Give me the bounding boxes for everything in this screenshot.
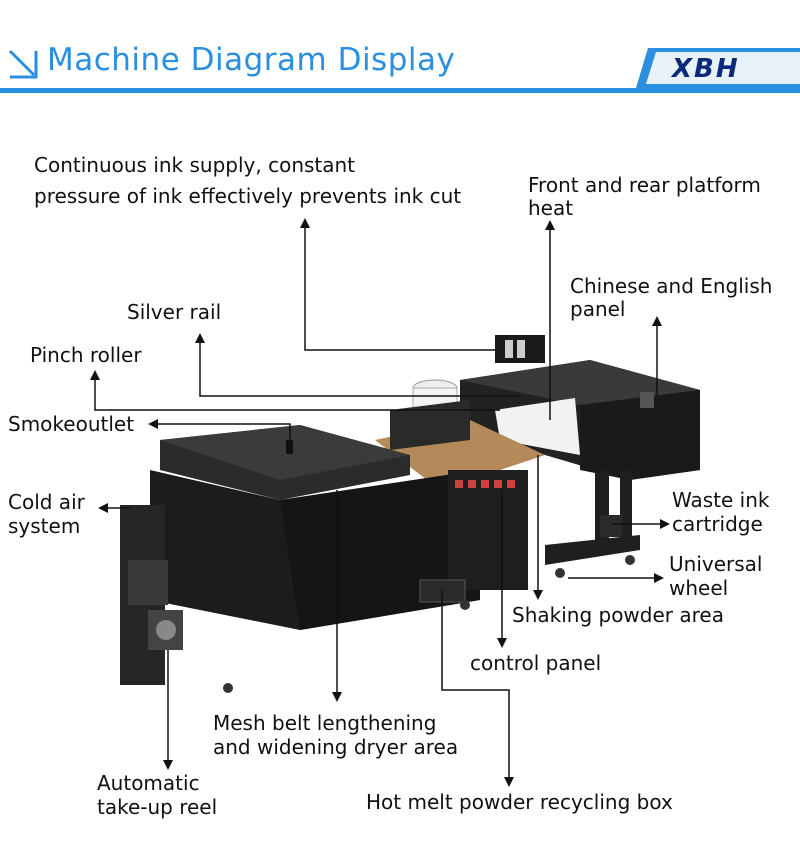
label-universal-wheel-line1: Universal [669, 552, 763, 576]
label-take-up-line2: take-up reel [97, 795, 218, 819]
label-control-panel: control panel [470, 651, 602, 675]
label-smoke-outlet: Smokeoutlet [8, 412, 135, 436]
brand-banner [636, 48, 800, 88]
label-ink-supply-line1: Continuous ink supply, constant [34, 153, 356, 177]
label-universal-wheel-line2: wheel [669, 576, 729, 600]
label-pinch-roller: Pinch roller [30, 343, 142, 367]
label-recycling-box: Hot melt powder recycling box [366, 790, 673, 814]
label-shaking-powder: Shaking powder area [512, 603, 724, 627]
header-divider [0, 88, 800, 93]
label-waste-ink-line2: cartridge [672, 512, 763, 536]
page-title: Machine Diagram Display [47, 42, 456, 78]
label-mesh-belt-line2: and widening dryer area [213, 735, 459, 759]
label-panel-line1: Chinese and English [570, 274, 773, 298]
label-panel-line2: panel [570, 297, 626, 321]
label-platform-heat-line2: heat [528, 196, 574, 220]
label-take-up-line1: Automatic [97, 771, 200, 795]
dryer-unit [120, 400, 545, 693]
label-waste-ink-line1: Waste ink [672, 488, 770, 512]
label-cold-air-line1: Cold air [8, 490, 85, 514]
header: Machine Diagram Display XBH [0, 0, 800, 100]
callout-lines [90, 218, 670, 787]
label-mesh-belt-line1: Mesh belt lengthening [213, 711, 437, 735]
label-platform-heat-line1: Front and rear platform [528, 173, 761, 197]
printer-unit [412, 335, 700, 578]
label-ink-supply-line2: pressure of ink effectively prevents ink… [34, 184, 462, 208]
arrow-down-right-icon [8, 49, 38, 79]
label-silver-rail: Silver rail [127, 300, 222, 324]
brand-logo: XBH [672, 54, 740, 84]
label-cold-air-line2: system [8, 514, 81, 538]
